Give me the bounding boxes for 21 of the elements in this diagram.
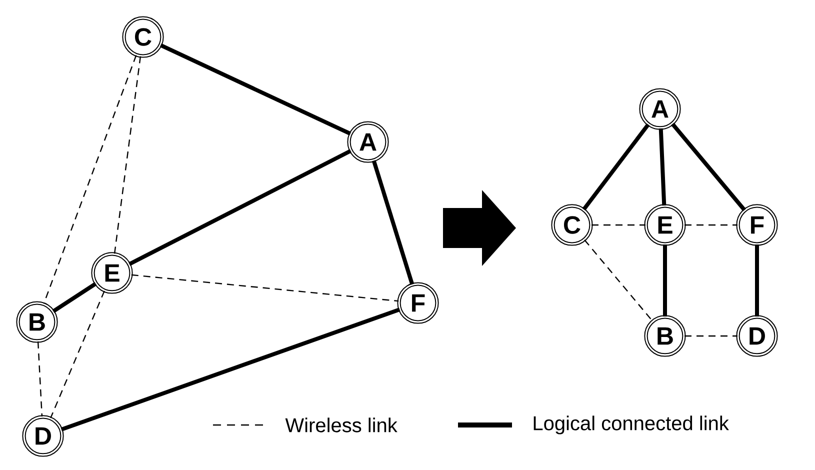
- link-line: [372, 160, 414, 285]
- link-line: [37, 341, 43, 417]
- link-line: [684, 224, 738, 226]
- link-line: [50, 290, 105, 418]
- link-line: [755, 244, 759, 316]
- link-line: [684, 335, 738, 337]
- link-line: [128, 149, 352, 266]
- link-line: [131, 274, 399, 302]
- link-line: [670, 122, 746, 212]
- link-line: [663, 244, 667, 316]
- link-line: [584, 240, 653, 322]
- link-line: [160, 43, 352, 136]
- link-line: [582, 123, 650, 211]
- link-line: [52, 282, 97, 313]
- link-line: [43, 55, 137, 304]
- legend-label: Logical connected link: [534, 416, 729, 434]
- link-line: [60, 308, 400, 432]
- link-line: [658, 128, 666, 206]
- link-line: [114, 56, 142, 254]
- legend-label: Wireless link: [285, 418, 398, 432]
- link-line: [592, 224, 646, 226]
